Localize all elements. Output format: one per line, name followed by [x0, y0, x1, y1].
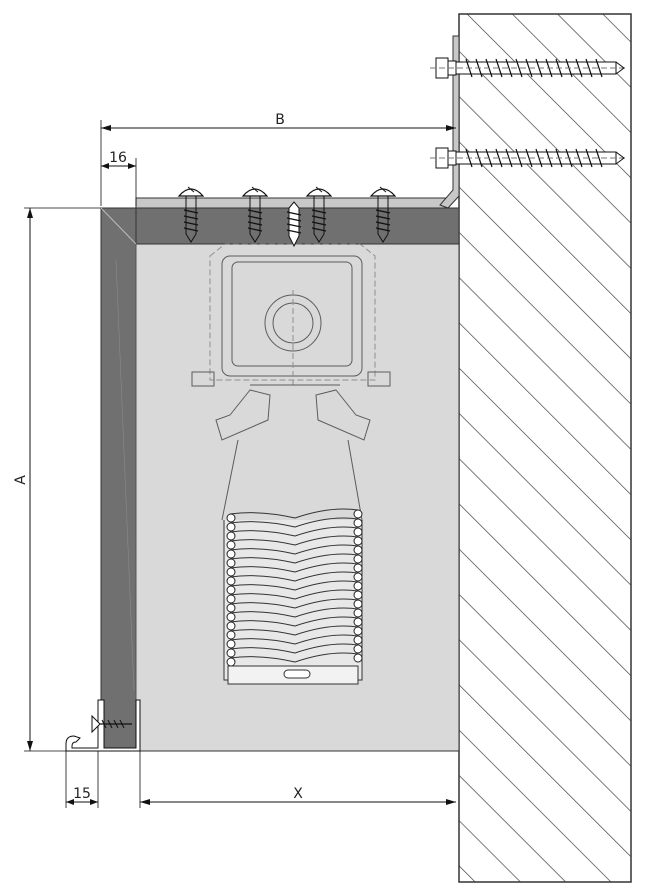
- dimension-a-label: A: [13, 475, 29, 485]
- dimension-b: B: [100, 112, 456, 206]
- screw-1: [177, 186, 205, 243]
- screw-2: [241, 186, 269, 243]
- anchor-top: [430, 57, 626, 79]
- profile-screw: [91, 714, 132, 734]
- dimension-x: X: [139, 751, 456, 808]
- wood-screw: [286, 201, 302, 248]
- dimension-x-label: X: [293, 786, 303, 802]
- motor-mechanism: [191, 243, 391, 521]
- slat-rollers-right: [353, 509, 363, 663]
- anchor-bottom: [430, 147, 626, 169]
- dimension-15-label: 15: [73, 786, 91, 802]
- screw-3: [305, 186, 333, 243]
- slat-rollers-left: [226, 513, 236, 667]
- bottom-profile: [65, 699, 141, 752]
- mounting-bracket: [135, 35, 460, 209]
- wall: [458, 13, 632, 883]
- dimension-b-label: B: [275, 112, 285, 128]
- wall-anchors: [430, 57, 626, 169]
- slats: [229, 508, 359, 663]
- dimension-a: A: [13, 207, 101, 752]
- dimension-15: 15: [65, 751, 99, 808]
- slat-stack: [223, 508, 363, 685]
- dimension-16-label: 16: [109, 150, 127, 166]
- top-screws: [177, 186, 397, 248]
- screw-4: [369, 186, 397, 243]
- bottom-rail-slot: [283, 669, 311, 679]
- dimension-16: 16: [101, 150, 137, 206]
